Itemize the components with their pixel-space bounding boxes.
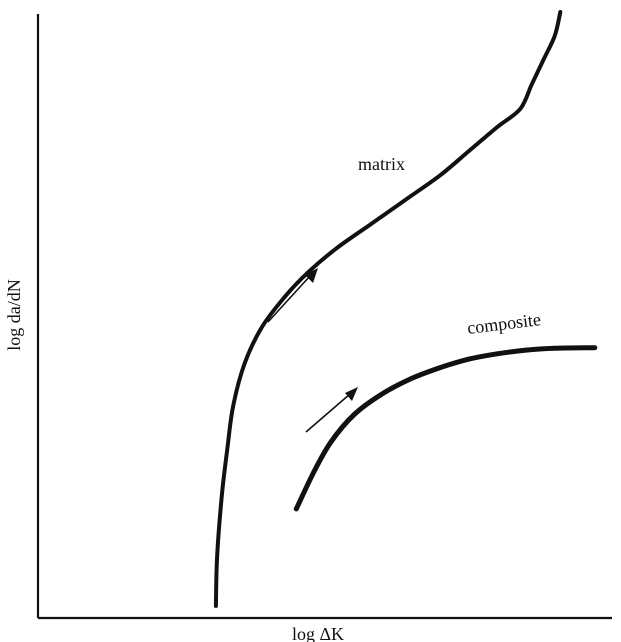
series-label-matrix: matrix [358, 154, 405, 174]
arrow-head-icon [345, 387, 358, 401]
composite-direction-arrow [305, 387, 358, 433]
y-axis-label: log da/dN [4, 279, 24, 351]
series-line-composite [293, 345, 598, 512]
x-axis-label: log ΔK [292, 624, 344, 642]
arrow-head-icon [305, 268, 318, 283]
matrix-direction-arrow [267, 268, 318, 323]
series-label-composite: composite [466, 309, 542, 338]
series-line-matrix [213, 10, 563, 608]
